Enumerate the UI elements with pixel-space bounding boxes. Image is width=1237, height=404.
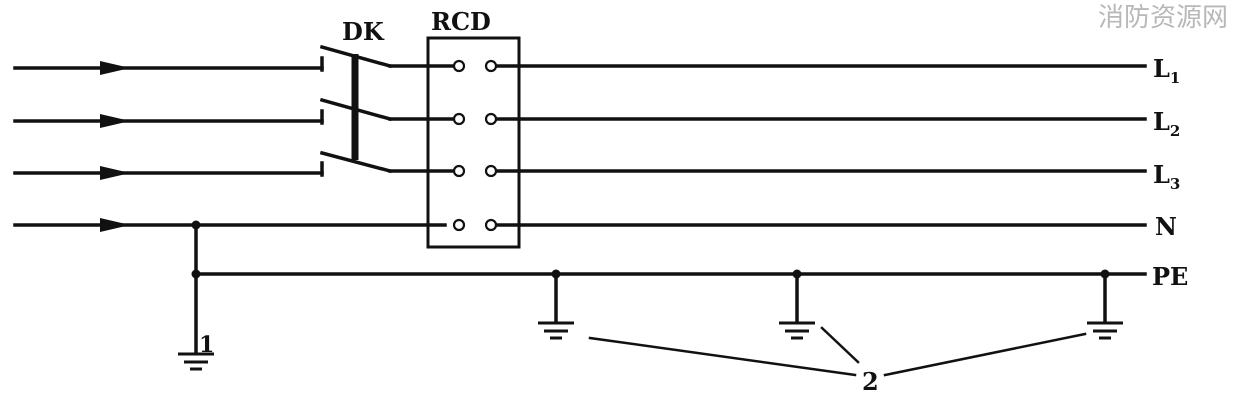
ground-icon	[538, 321, 574, 340]
ground-icon	[178, 352, 214, 371]
rcd-terminal-in-2	[452, 112, 466, 126]
source-earth-label: 1	[199, 332, 214, 358]
junction-dot	[551, 269, 561, 279]
rcd-terminal-out-1	[484, 59, 498, 73]
leader-line-3	[883, 332, 1087, 377]
switch-label: DK	[342, 17, 385, 46]
arrow-icon	[100, 166, 130, 180]
arrow-icon	[100, 218, 130, 232]
switch-blade-3	[319, 150, 393, 174]
junction-dot	[191, 220, 201, 230]
rcd-terminal-out-2	[484, 112, 498, 126]
line-label-L2: L2	[1153, 107, 1180, 140]
ground-icon	[1087, 321, 1123, 340]
rcd-terminal-out-3	[484, 164, 498, 178]
leader-line-1	[588, 336, 857, 377]
watermark: 消防资源网	[1098, 3, 1228, 33]
repeat-earth-label: 2	[862, 367, 879, 396]
leader-line-2	[820, 326, 860, 364]
rcd-terminal-in-1	[452, 59, 466, 73]
rcd-terminal-out-n	[484, 218, 498, 232]
rcd-terminal-in-3	[452, 164, 466, 178]
line-label-L3: L3	[1153, 160, 1180, 193]
rcd-terminal-in-n	[452, 218, 466, 232]
arrow-icon	[100, 61, 130, 75]
junction-dot	[191, 269, 201, 279]
arrow-icon	[100, 114, 130, 128]
rcd-box	[426, 36, 521, 249]
line-label-N: N	[1155, 212, 1177, 241]
line-label-PE: PE	[1152, 262, 1188, 291]
junction-dot	[792, 269, 802, 279]
ground-icon	[779, 321, 815, 340]
junction-dot	[1100, 269, 1110, 279]
rcd-label: RCD	[431, 7, 491, 36]
line-label-L1: L1	[1153, 54, 1180, 87]
